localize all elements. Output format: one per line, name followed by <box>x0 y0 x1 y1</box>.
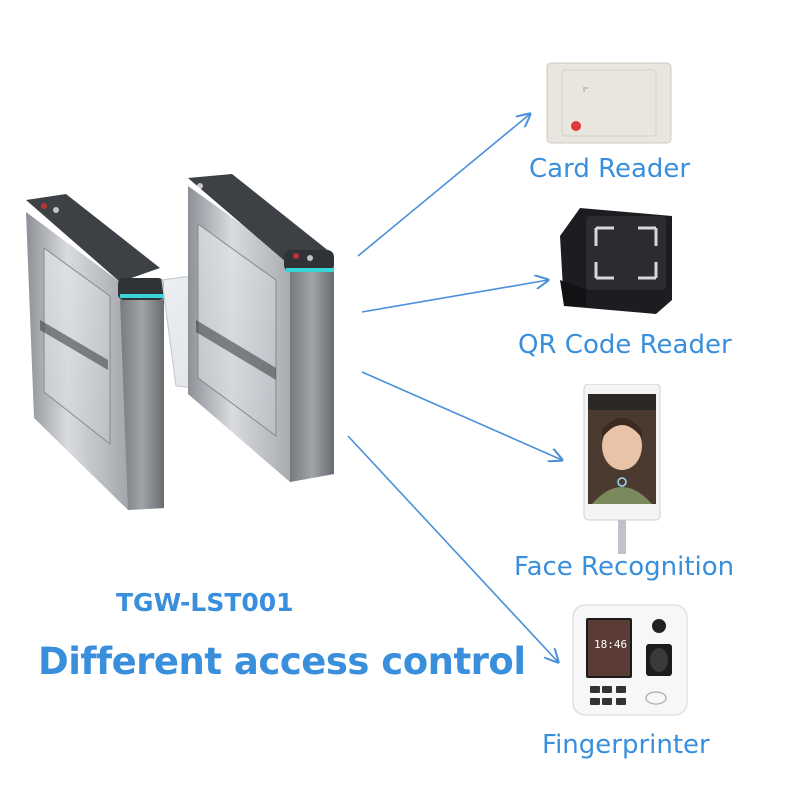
card-reader-image <box>546 62 672 144</box>
qr-code-reader-label: QR Code Reader <box>518 330 732 360</box>
face-recognition-image <box>583 384 661 554</box>
turnstile-right-cabinet <box>188 174 334 482</box>
arrow-to-card-reader <box>357 114 530 257</box>
turnstile-left-cabinet <box>26 194 164 510</box>
arrow-to-face-recognition <box>361 371 562 460</box>
card-reader-label: Card Reader <box>529 154 691 184</box>
qr-code-reader-image <box>560 208 672 314</box>
arrow-to-fingerprinter <box>347 435 558 662</box>
headline: Different access control <box>38 640 526 683</box>
model-number: TGW-LST001 <box>116 588 294 617</box>
fingerprint-device-image: 18:46 <box>572 604 688 716</box>
fingerprinter-label: Fingerprinter <box>542 730 710 760</box>
arrow-to-qr-reader <box>361 280 548 313</box>
fingerprint-screen-clock: 18:46 <box>594 638 628 651</box>
arrows <box>347 114 562 662</box>
face-recognition-label: Face Recognition <box>514 552 735 582</box>
